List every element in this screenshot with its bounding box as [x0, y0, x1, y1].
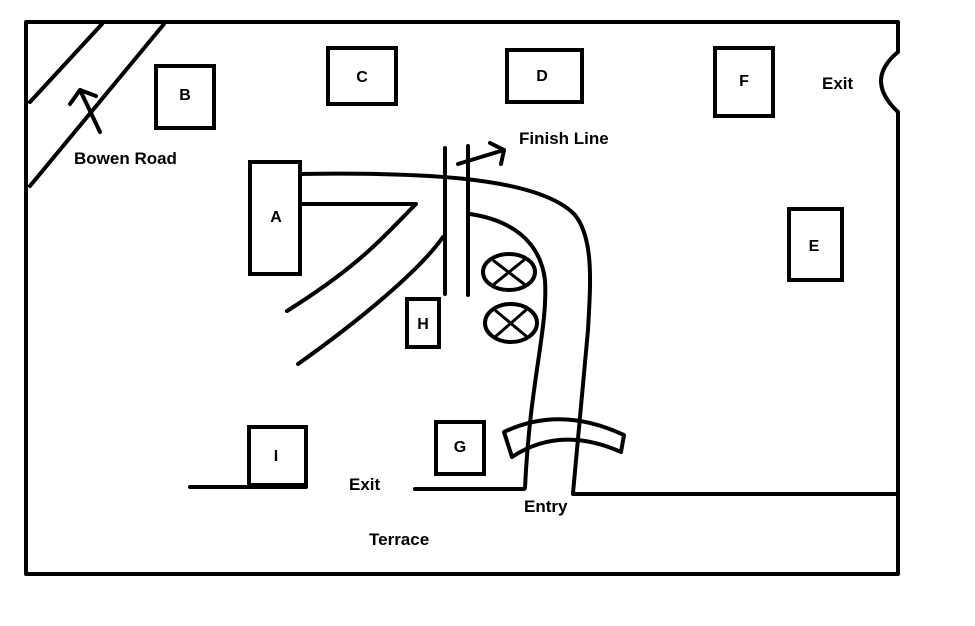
building-c-label: C [356, 69, 368, 86]
building-h: H [405, 297, 441, 349]
exit-right-label: Exit [822, 74, 854, 93]
path-upper-left [285, 202, 418, 313]
crossed-circle-icon-1 [481, 252, 537, 292]
building-c: C [326, 46, 398, 106]
building-b-label: B [179, 87, 191, 104]
site-boundary [24, 20, 900, 576]
terrace-label: Terrace [369, 530, 429, 549]
building-a: A [248, 160, 302, 276]
building-f-label: F [739, 73, 749, 90]
building-e: E [787, 207, 844, 282]
curved-bridge [502, 417, 626, 459]
track-outer-curve [298, 171, 593, 495]
bowen-road-label: Bowen Road [74, 149, 177, 168]
building-a-label: A [270, 209, 282, 226]
finish-line-arrow-icon [456, 141, 506, 166]
crossed-circle-icon-2 [483, 302, 539, 344]
track-inner-curve [468, 212, 548, 490]
building-i-label: I [274, 448, 278, 465]
direction-arrow-icon [68, 88, 102, 134]
entry-label: Entry [524, 497, 568, 516]
building-h-label: H [417, 316, 429, 333]
building-g: G [434, 420, 486, 476]
path-lower-left [296, 235, 445, 366]
finish-line-label: Finish Line [519, 129, 609, 148]
bowen-road-line-2 [28, 22, 166, 188]
building-d-label: D [536, 68, 548, 85]
exit-bottom-label: Exit [349, 475, 381, 494]
building-d: D [505, 48, 584, 104]
building-f: F [713, 46, 775, 118]
building-i: I [247, 425, 308, 487]
building-b: B [154, 64, 216, 130]
building-g-label: G [454, 439, 466, 456]
building-e-label: E [809, 238, 820, 255]
bowen-road-line-1 [28, 22, 104, 104]
